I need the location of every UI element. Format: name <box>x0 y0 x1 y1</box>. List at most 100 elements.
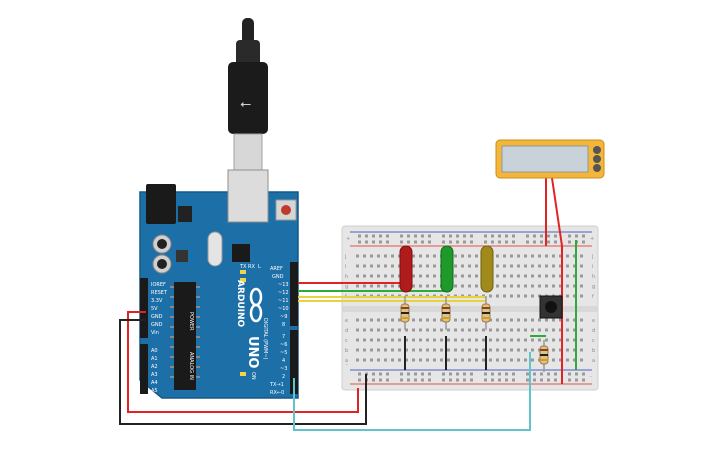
breadboard-hole <box>566 294 569 298</box>
breadboard-hole <box>468 264 471 268</box>
row-letter: a <box>345 358 348 364</box>
breadboard-hole <box>356 338 359 342</box>
breadboard-hole <box>433 274 436 278</box>
breadboard-hole <box>552 348 555 352</box>
breadboard-rail-hole <box>442 240 445 244</box>
breadboard-rail-hole <box>526 234 529 238</box>
breadboard-hole <box>524 338 527 342</box>
breadboard-hole <box>531 358 534 362</box>
breadboard-hole <box>363 274 366 278</box>
breadboard-hole <box>489 294 492 298</box>
breadboard-hole <box>454 328 457 332</box>
breadboard-rail-hole <box>442 234 445 238</box>
breadboard-hole <box>363 284 366 288</box>
breadboard-hole <box>433 358 436 362</box>
breadboard-rail-hole <box>456 240 459 244</box>
breadboard-hole <box>363 348 366 352</box>
breadboard-hole <box>433 348 436 352</box>
breadboard-hole <box>573 318 576 322</box>
breadboard-hole <box>426 338 429 342</box>
breadboard-hole <box>356 348 359 352</box>
breadboard-hole <box>377 328 380 332</box>
breadboard-hole <box>552 284 555 288</box>
breadboard-rail-hole <box>379 234 382 238</box>
breadboard-hole <box>580 348 583 352</box>
breadboard-hole <box>405 328 408 332</box>
rx-led-label: RX <box>248 264 255 270</box>
breadboard-hole <box>559 318 562 322</box>
breadboard-hole <box>398 328 401 332</box>
plus-rail-label: + <box>346 236 350 242</box>
breadboard-rail-hole <box>358 234 361 238</box>
breadboard-hole <box>503 358 506 362</box>
digital-header-bottom <box>290 330 298 394</box>
breadboard-hole <box>580 264 583 268</box>
breadboard-hole <box>573 338 576 342</box>
breadboard-rail-hole <box>456 234 459 238</box>
breadboard-hole <box>461 318 464 322</box>
breadboard-rail-hole <box>484 240 487 244</box>
breadboard-hole <box>363 328 366 332</box>
breadboard-rail-hole <box>470 378 473 382</box>
breadboard-hole <box>510 294 513 298</box>
power-pin-label: 3.3V <box>151 298 163 304</box>
breadboard-rail-hole <box>442 372 445 376</box>
breadboard-hole <box>475 274 478 278</box>
breadboard-hole <box>412 254 415 258</box>
breadboard-rail-hole <box>491 372 494 376</box>
breadboard-hole <box>377 274 380 278</box>
breadboard-hole <box>370 264 373 268</box>
digital-pin-label: ~13 <box>278 282 289 288</box>
breadboard-rail-hole <box>582 378 585 382</box>
breadboard-hole <box>475 284 478 288</box>
breadboard-hole <box>538 254 541 258</box>
breadboard-hole <box>510 284 513 288</box>
breadboard-hole <box>468 254 471 258</box>
breadboard-hole <box>552 254 555 258</box>
breadboard-hole <box>370 328 373 332</box>
breadboard-rail-hole <box>505 234 508 238</box>
breadboard-rail-hole <box>428 378 431 382</box>
breadboard-hole <box>524 284 527 288</box>
breadboard-hole <box>384 338 387 342</box>
breadboard-rail-hole <box>414 240 417 244</box>
breadboard-hole <box>461 264 464 268</box>
push-button[interactable] <box>539 295 563 319</box>
tx-led-label: TX <box>239 264 247 270</box>
breadboard-rail-hole <box>470 240 473 244</box>
breadboard-hole <box>398 338 401 342</box>
digital-pin-labels: AREF GND ~13 ~12 ~11 ~10 ~9 8 7 ~6 ~5 4 … <box>269 266 289 396</box>
breadboard-hole <box>454 338 457 342</box>
breadboard-hole <box>363 318 366 322</box>
breadboard-hole <box>503 284 506 288</box>
breadboard-rail-hole <box>421 372 424 376</box>
row-letter: d <box>592 328 595 334</box>
breadboard-hole <box>566 348 569 352</box>
breadboard-rail-hole <box>582 372 585 376</box>
breadboard-hole <box>377 348 380 352</box>
breadboard-hole <box>370 274 373 278</box>
row-letter: b <box>592 348 595 354</box>
breadboard-hole <box>559 264 562 268</box>
breadboard-hole <box>384 254 387 258</box>
breadboard-hole <box>468 284 471 288</box>
breadboard-hole <box>531 294 534 298</box>
breadboard-hole <box>573 294 576 298</box>
breadboard-hole <box>461 338 464 342</box>
breadboard-hole <box>552 274 555 278</box>
usb-port <box>227 169 269 223</box>
breadboard-rail-hole <box>358 372 361 376</box>
breadboard-hole <box>510 338 513 342</box>
breadboard-hole <box>573 358 576 362</box>
breadboard-rail-hole <box>421 240 424 244</box>
breadboard-hole <box>384 358 387 362</box>
breadboard-rail-hole <box>575 372 578 376</box>
breadboard-hole <box>356 254 359 258</box>
resistor <box>400 296 410 330</box>
digital-pin-label: ~12 <box>278 290 289 296</box>
breadboard-hole <box>517 328 520 332</box>
breadboard-rail-hole <box>386 378 389 382</box>
breadboard-hole <box>538 264 541 268</box>
breadboard-hole <box>580 358 583 362</box>
